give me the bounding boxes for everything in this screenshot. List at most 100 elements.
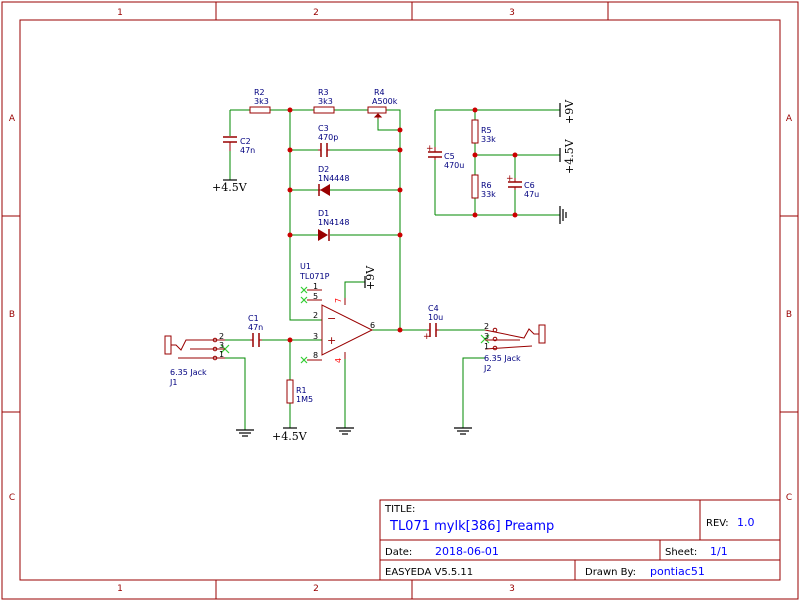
row-label-a-right: A xyxy=(786,114,793,124)
d2-value: 1N4448 xyxy=(318,174,349,183)
r3-ref: R3 xyxy=(318,88,329,97)
u1-pin-5: 5 xyxy=(313,292,318,301)
j1-value: 6.35 Jack xyxy=(170,368,207,377)
c2-ref: C2 xyxy=(240,137,251,146)
title-label: TITLE: xyxy=(384,504,415,515)
c2-value: 47n xyxy=(240,146,255,155)
row-label-c-right: C xyxy=(786,493,792,503)
j2-ref: J2 xyxy=(483,364,491,373)
frame-labels: 1 2 3 1 2 3 A B C A B C xyxy=(9,8,793,594)
r3-value: 3k3 xyxy=(318,97,333,106)
junctions xyxy=(287,107,518,343)
c5-ref: C5 xyxy=(444,152,455,161)
opamp-u1[interactable] xyxy=(310,289,374,361)
resistor-r1[interactable] xyxy=(286,379,294,404)
c4-ref: C4 xyxy=(428,304,439,313)
j2-pin-2: 2 xyxy=(484,322,489,331)
d1-value: 1N4148 xyxy=(318,218,349,227)
ground-icon xyxy=(559,206,567,224)
u1-pin-8: 8 xyxy=(313,351,318,360)
resistor-r3[interactable] xyxy=(313,106,335,114)
resistor-r6[interactable] xyxy=(471,174,479,199)
j1-pin-2: 2 xyxy=(219,332,224,341)
col-label-3-bottom: 3 xyxy=(509,584,515,594)
rev-value: 1.0 xyxy=(737,516,755,529)
ground-icon xyxy=(336,427,354,435)
power-label-c2: +4.5V xyxy=(212,181,248,194)
part-labels: R2 3k3 R3 3k3 R4 A500k C2 47n C3 470p D2… xyxy=(169,88,539,404)
power-flags xyxy=(223,103,561,429)
j1-ref: J1 xyxy=(169,378,177,387)
c1-value: 47n xyxy=(248,323,263,332)
capacitor-c1[interactable] xyxy=(250,333,262,347)
capacitor-c3[interactable] xyxy=(318,143,330,157)
r5-ref: R5 xyxy=(481,126,492,135)
j2-pin-3: 3 xyxy=(484,332,489,341)
jack-j1-pins: 2 3 1 xyxy=(219,332,224,359)
row-label-b-right: B xyxy=(786,310,792,320)
c4-value: 10u xyxy=(428,313,443,322)
u1-pin-4: 4 xyxy=(334,358,343,363)
row-label-a-left: A xyxy=(9,114,16,124)
jack-j2[interactable] xyxy=(484,324,546,351)
rev-label: REV: xyxy=(706,518,729,529)
r4-ref: R4 xyxy=(374,88,385,97)
u1-pin-3: 3 xyxy=(313,332,318,341)
c3-value: 470p xyxy=(318,133,338,142)
schematic-title: TL071 mylk[386] Preamp xyxy=(389,519,554,534)
power-labels: +4.5V +4.5V +9V +9V +4.5V xyxy=(212,99,576,443)
sheet-label: Sheet: xyxy=(665,547,697,558)
d1-ref: D1 xyxy=(318,209,329,218)
date-label: Date: xyxy=(385,547,412,558)
opamp-minus: − xyxy=(327,312,336,325)
opamp-pin-numbers: 1 5 2 3 8 6 xyxy=(313,282,375,360)
capacitor-c6[interactable] xyxy=(508,178,522,190)
ground-icon xyxy=(454,427,472,435)
c4-plus: + xyxy=(423,332,431,342)
capacitor-c4[interactable] xyxy=(427,323,439,337)
c1-ref: C1 xyxy=(248,314,259,323)
r2-value: 3k3 xyxy=(254,97,269,106)
diode-d1[interactable] xyxy=(318,229,330,241)
col-label-2-bottom: 2 xyxy=(313,584,319,594)
col-label-3-top: 3 xyxy=(509,8,515,18)
col-label-2-top: 2 xyxy=(313,8,319,18)
drawn-by-label: Drawn By: xyxy=(585,567,636,578)
sheet-value: 1/1 xyxy=(710,545,728,558)
j1-pin-3: 3 xyxy=(219,341,224,350)
power-label-9v-rail: +9V xyxy=(563,99,576,124)
diode-d2[interactable] xyxy=(318,184,330,196)
capacitor-c5[interactable] xyxy=(428,147,442,160)
title-block-text: TITLE: TL071 mylk[386] Preamp REV: 1.0 D… xyxy=(384,504,755,578)
r5-value: 33k xyxy=(481,135,496,144)
drawn-by-value: pontiac51 xyxy=(650,565,705,578)
potentiometer-r4[interactable] xyxy=(367,106,387,119)
j1-pin-1: 1 xyxy=(219,350,224,359)
power-label-45v-rail: +4.5V xyxy=(563,138,576,174)
c3-ref: C3 xyxy=(318,124,329,133)
r6-ref: R6 xyxy=(481,181,492,190)
wires xyxy=(225,109,560,430)
opamp-plus: + xyxy=(327,334,336,347)
jack-j1[interactable] xyxy=(164,335,225,361)
j2-pin-1: 1 xyxy=(484,342,489,351)
title-block xyxy=(379,499,781,581)
col-label-1-bottom: 1 xyxy=(117,584,123,594)
resistor-r2[interactable] xyxy=(249,106,271,114)
resistor-r5[interactable] xyxy=(471,119,479,144)
u1-pin-6: 6 xyxy=(370,321,375,330)
no-connect-stubs xyxy=(307,289,310,361)
d2-ref: D2 xyxy=(318,165,329,174)
ground-symbols xyxy=(236,206,567,437)
u1-ref: U1 xyxy=(300,262,311,271)
row-label-c-left: C xyxy=(9,493,15,503)
ground-icon xyxy=(236,429,254,437)
u1-pin-2: 2 xyxy=(313,311,318,320)
r4-value: A500k xyxy=(372,97,398,106)
r1-ref: R1 xyxy=(296,386,307,395)
j2-value: 6.35 Jack xyxy=(484,354,521,363)
capacitor-c2[interactable] xyxy=(223,136,237,151)
r1-value: 1M5 xyxy=(296,395,313,404)
u1-value: TL071P xyxy=(299,272,330,281)
